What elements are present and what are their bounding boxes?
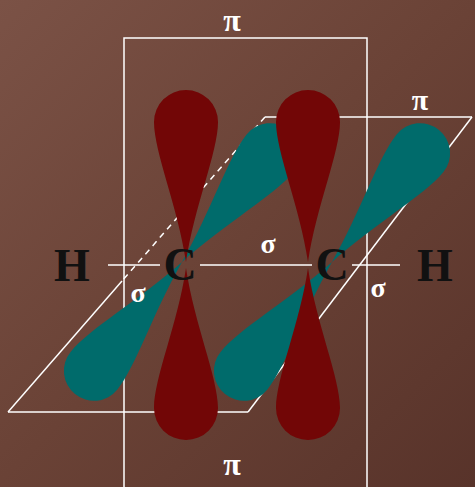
plane-symbol: π bbox=[223, 4, 241, 36]
plane-symbol: π bbox=[223, 448, 241, 480]
pi-plane bbox=[124, 38, 367, 487]
atom-symbol: H bbox=[54, 243, 90, 289]
atom-symbol: H bbox=[417, 243, 453, 289]
atom-symbol: C bbox=[315, 242, 348, 288]
p-orbital bbox=[52, 111, 463, 413]
sigma-axis bbox=[108, 264, 400, 266]
atom-symbol: C bbox=[163, 242, 196, 288]
plane-symbol: π bbox=[412, 85, 428, 115]
bond-symbol: σ bbox=[130, 279, 145, 307]
p-orbital bbox=[154, 90, 340, 440]
bond-symbol: σ bbox=[370, 274, 385, 302]
bond-symbol: σ bbox=[260, 230, 275, 258]
